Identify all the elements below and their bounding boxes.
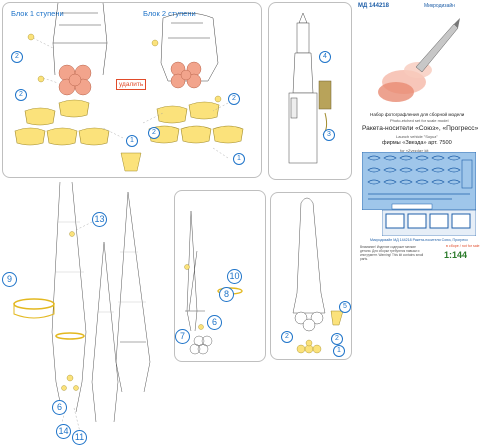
callout-2-d: 2 (228, 93, 240, 105)
rockets-drawing (13, 182, 151, 433)
callout-13: 13 (92, 212, 107, 227)
rocket-title-en: Launch vehicle "Soyuz" (396, 134, 438, 139)
callout-2-a: 2 (11, 51, 23, 63)
brand-name: Микродизайн (424, 3, 455, 9)
cover-info: МД 144218 Микродизайн Набор фотографлени… (356, 0, 480, 270)
rocket-title: Ракета-носители «Союз», «Прогресс» (362, 125, 479, 132)
kit-title: Набор фотографления для сборной модели (370, 112, 465, 117)
callout-2-b: 2 (15, 89, 27, 101)
panel-engine: 5 2 2 1 (270, 192, 352, 360)
article-number: МД 144218 (358, 3, 389, 9)
callout-2-e: 2 (281, 331, 293, 343)
remove-label: удалить (116, 79, 147, 90)
sale-text: в сборе / not for sale (446, 244, 480, 248)
callout-6: 6 (52, 400, 67, 415)
engine-drawing (292, 197, 344, 354)
photo-etched-fret (362, 152, 476, 210)
callout-3: 3 (323, 129, 335, 141)
rocket-launch-image (378, 18, 460, 102)
panel-stage-blocks: Блок 1 ступени Блок 2 ступени (2, 2, 262, 178)
label-stage2: Блок 2 ступени (143, 9, 196, 18)
callout-14: 14 (56, 424, 71, 439)
label-stage1: Блок 1 ступени (11, 9, 64, 18)
callout-2-f: 2 (331, 333, 343, 345)
callout-1-a: 1 (126, 135, 138, 147)
scale-label: 1:144 (444, 250, 468, 260)
callout-6-b: 6 (207, 315, 222, 330)
callout-2-c: 2 (148, 127, 160, 139)
callout-4: 4 (319, 51, 331, 63)
maker-line-en: for «Zvezda» kit (400, 148, 429, 153)
callout-8: 8 (219, 287, 234, 302)
kit-title-en: Photo-etched set for scale model (390, 118, 449, 123)
callout-11: 11 (72, 430, 87, 445)
panel-rocket-detail: 10 8 7 6 (174, 190, 266, 362)
callout-10: 10 (227, 269, 242, 284)
rocket-side-drawing (288, 12, 332, 164)
callout-9: 9 (2, 272, 17, 287)
stage-blocks-drawing (14, 3, 244, 172)
callout-1-b: 1 (233, 153, 245, 165)
callout-5: 5 (339, 301, 351, 313)
panel-rocket-side: 4 3 (268, 2, 352, 180)
warning-text: Внимание! Изделие содержит мелкие детали… (360, 245, 424, 261)
film-fret (382, 210, 476, 236)
fret-label: Микродизайн МД 144218 Ракета-носители Со… (370, 238, 469, 242)
maker-line: фирмы «Звезда» арт. 7500 (382, 140, 452, 146)
panel-full-rockets: 9 13 6 14 11 (0, 182, 170, 445)
callout-1-c: 1 (333, 345, 345, 357)
callout-7: 7 (175, 329, 190, 344)
